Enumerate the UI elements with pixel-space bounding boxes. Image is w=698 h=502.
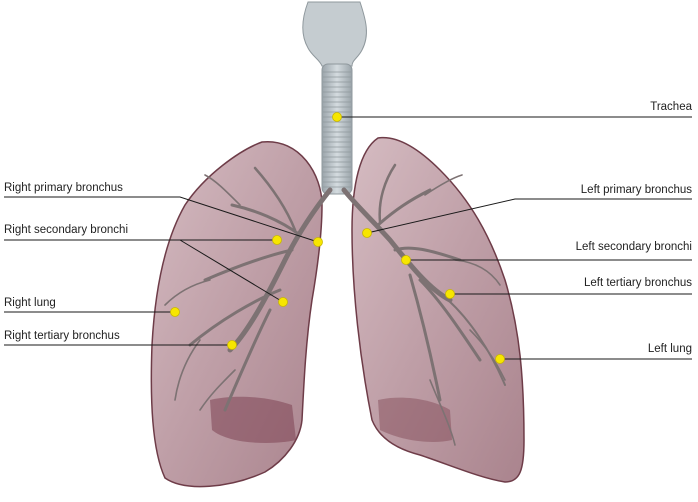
right-lung-base-shadow	[210, 396, 296, 443]
leader-left-primary-bronchus	[366, 198, 692, 234]
label-right-lung: Right lung	[4, 297, 56, 309]
marker-left-primary-bronchus	[362, 228, 372, 238]
label-left-primary-bronchus: Left primary bronchus	[580, 184, 692, 196]
larynx-shape	[302, 1, 367, 67]
marker-right-secondary-bronchi-a	[272, 235, 282, 245]
label-right-primary-bronchus: Right primary bronchus	[4, 182, 123, 194]
trachea-rings	[323, 71, 351, 188]
marker-right-secondary-bronchi-b	[278, 297, 288, 307]
right-lung-shape	[150, 141, 323, 488]
marker-right-primary-bronchus	[313, 237, 323, 247]
leader-right-primary-bronchus	[4, 196, 319, 243]
left-lung-base-shadow	[378, 397, 452, 442]
label-trachea: Trachea	[650, 101, 692, 113]
marker-trachea	[332, 112, 342, 122]
marker-left-tertiary-bronchus	[445, 289, 455, 299]
label-right-secondary-bronchi: Right secondary bronchi	[4, 224, 129, 236]
marker-left-lung	[495, 354, 505, 364]
leader-right-secondary-bronchi-2	[179, 239, 284, 303]
marker-right-lung	[170, 307, 180, 317]
label-right-tertiary-bronchus: Right tertiary bronchus	[4, 330, 120, 342]
left-lung-shape	[351, 136, 525, 483]
trachea-shape	[321, 63, 353, 195]
bronchial-tree	[164, 163, 506, 446]
marker-right-tertiary-bronchus	[227, 340, 237, 350]
label-left-tertiary-bronchus: Left tertiary bronchus	[583, 277, 692, 289]
marker-left-secondary-bronchi	[401, 255, 411, 265]
label-left-lung: Left lung	[647, 343, 692, 355]
label-left-secondary-bronchi: Left secondary bronchi	[575, 241, 692, 253]
